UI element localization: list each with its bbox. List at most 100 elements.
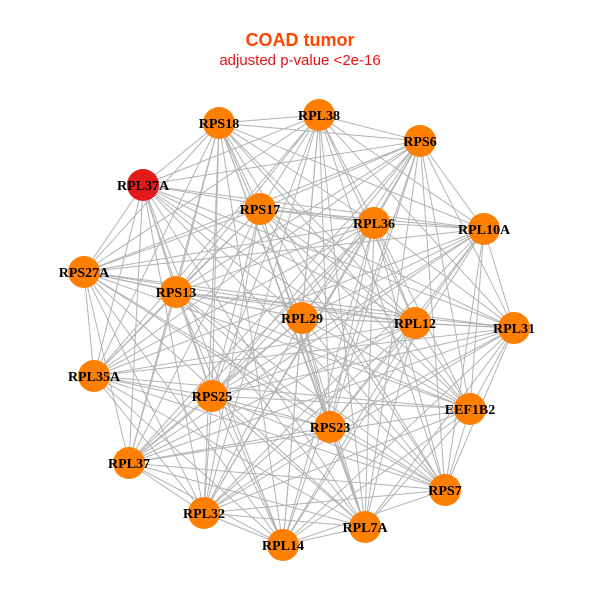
node-label: RPL36 [353,217,395,232]
edge [218,122,284,546]
edge [128,222,375,464]
node-rps17: RPS17 [240,193,280,225]
node-rps27a: RPS27A [59,256,110,288]
node-label: RPL14 [262,539,304,554]
edge [483,228,515,329]
edge [211,208,261,397]
edge [142,122,220,186]
node-label: RPL32 [183,507,225,522]
edge [128,426,331,464]
edge [203,489,446,514]
edge [203,228,485,514]
edge [175,291,303,319]
edge [329,327,515,428]
chart-subtitle: adjusted p-value <2e-16 [219,52,381,69]
edge [128,291,177,464]
node-circle [113,447,145,479]
node-label: RPL38 [298,109,340,124]
edge [142,184,446,491]
edge [83,271,284,546]
node-circle [244,193,276,225]
node-circle [399,307,431,339]
edge [419,140,515,329]
edge [218,122,485,230]
node-rpl12: RPL12 [394,307,436,339]
edge [301,228,485,319]
edge [211,395,284,546]
node-rpl10a: RPL10A [458,213,511,245]
edge [373,222,515,329]
node-rpl37a: RPL37A [117,169,170,201]
edge [373,222,446,491]
edge [203,322,416,514]
edge [259,208,375,224]
node-eef1b2: EEF1B2 [445,393,496,425]
node-label: RPS27A [59,266,110,281]
edge [175,291,446,491]
node-circle [160,276,192,308]
node-label: RPL12 [394,317,436,332]
edge [142,184,485,230]
node-rpl36: RPL36 [353,207,395,239]
edge [93,184,144,377]
edge [128,462,446,491]
node-label: RPL10A [458,223,511,238]
edge [211,395,366,528]
edge [329,426,446,491]
node-label: RPL37 [108,457,150,472]
edge [301,317,471,410]
node-circle [68,256,100,288]
node-rpl29: RPL29 [281,302,323,334]
node-circle [78,360,110,392]
edge [83,271,446,491]
edge [218,122,416,324]
node-rpl7a: RPL7A [342,511,388,543]
node-label: EEF1B2 [445,403,496,418]
edge [419,140,471,410]
edge [364,327,515,528]
node-rpl31: RPL31 [493,312,535,344]
edge [373,222,485,230]
node-label: RPS18 [199,117,239,132]
edge [142,184,471,410]
edge [419,140,446,491]
edge [142,184,515,329]
node-rps6: RPS6 [403,125,437,157]
edge [142,114,320,186]
edge [259,208,446,491]
edge [259,208,366,528]
node-circle [468,213,500,245]
edge [175,291,284,546]
node-rpl37: RPL37 [108,447,150,479]
edge [142,184,205,514]
edge [142,184,416,324]
node-circle [267,529,299,561]
node-label: RPS23 [310,421,350,436]
edge [128,322,416,464]
edge [414,322,515,329]
edge [203,426,331,514]
edge [93,375,446,491]
edge [83,271,331,428]
edge [259,208,416,324]
node-circle [498,312,530,344]
node-label: RPL29 [281,312,323,327]
node-label: RPS13 [156,286,196,301]
node-label: RPL7A [342,521,388,536]
node-rps25: RPS25 [192,380,232,412]
edge [83,271,95,377]
edge [203,114,320,514]
edge [203,317,303,514]
edge [364,322,416,528]
edge [93,228,485,377]
node-circle [203,107,235,139]
node-label: RPS25 [192,390,232,405]
edge [211,322,416,397]
edge [203,327,515,514]
edge [282,228,485,546]
edge [218,114,320,124]
node-circle [314,411,346,443]
node-rps18: RPS18 [199,107,239,139]
